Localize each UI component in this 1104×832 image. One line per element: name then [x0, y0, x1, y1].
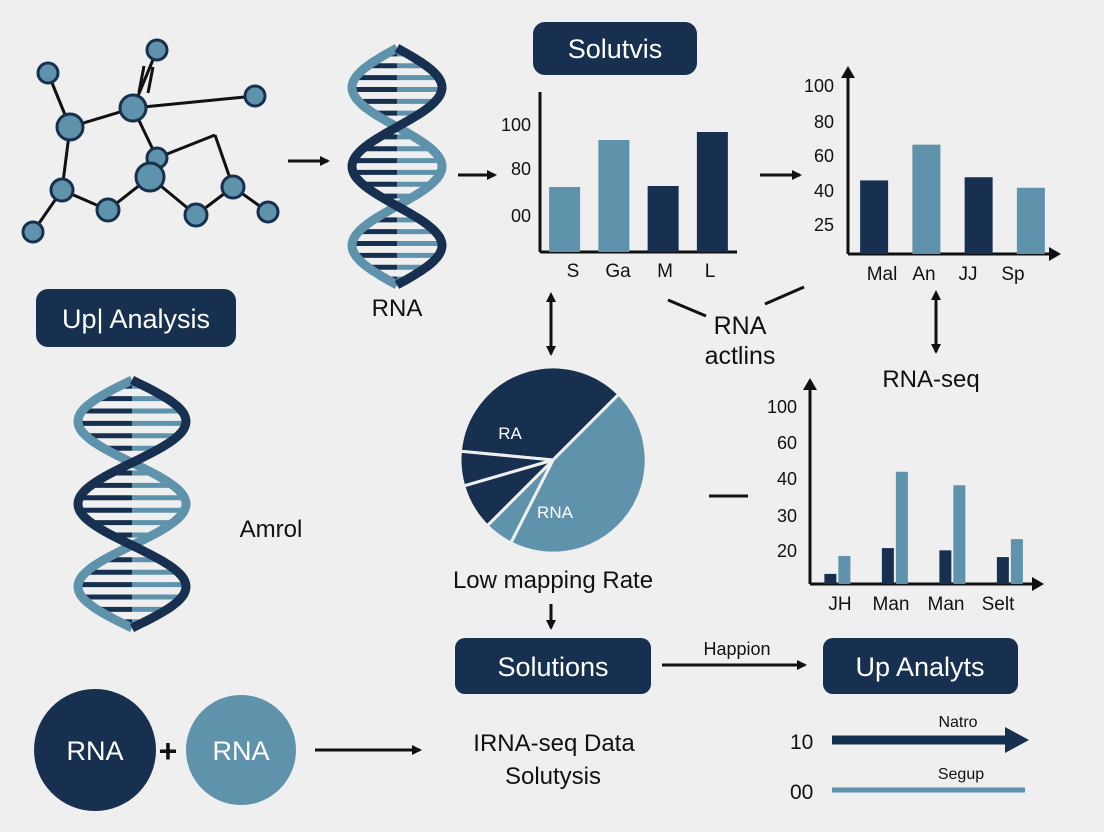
bar: [939, 550, 952, 584]
x-tick-label: JJ: [959, 264, 978, 285]
helix-strand-teal: [73, 375, 191, 633]
y-tick-label: 100: [804, 76, 834, 96]
rna-circle-navy: [34, 689, 156, 811]
rna-actlins-label-2: actlins: [705, 342, 776, 370]
y-tick-label: 40: [814, 181, 834, 201]
y-tick-label: 00: [511, 206, 531, 226]
x-tick-label: Ga: [605, 261, 631, 282]
title-pill-left: [36, 289, 236, 347]
axis-arrowhead-icon: [1049, 247, 1061, 261]
x-tick-label: An: [912, 264, 935, 285]
pie-chart: RA RNA: [458, 365, 648, 555]
y-tick-label: 30: [777, 506, 797, 526]
irna-label-2: Solutysis: [505, 763, 601, 790]
dna-helix-icon: [73, 375, 191, 633]
helix-strand-navy: [347, 44, 447, 289]
y-tick-label: 20: [777, 541, 797, 561]
bar: [912, 144, 941, 254]
flow-arrows: [288, 156, 941, 755]
bar: [964, 177, 993, 254]
y-tick-label: 100: [767, 397, 797, 417]
y-tick-label: 60: [814, 146, 834, 166]
connector-line: [764, 285, 805, 306]
title-pill-top: [533, 22, 697, 75]
bar: [1016, 187, 1045, 254]
helix-caption: RNA: [372, 295, 423, 322]
amrol-label: Amrol: [240, 516, 303, 543]
natro-label: Natro: [938, 714, 977, 731]
up-analyts-pill: [823, 638, 1018, 694]
bar: [696, 132, 728, 252]
solutions-pill: [455, 638, 651, 694]
bar: [647, 186, 679, 252]
y-tick-label: 100: [501, 115, 531, 135]
pie-slice: [458, 365, 621, 462]
helix-strand-teal: [347, 44, 447, 289]
bar-chart-3: JH Man Man Selt 100 60 40 30 20: [767, 378, 1044, 615]
molecule-nodes: [21, 38, 280, 244]
navy-arrowhead-icon: [1005, 727, 1029, 753]
dna-helix-icon: [347, 44, 447, 289]
rna-circle-label-b: RNA: [212, 736, 269, 766]
pie-label: RA: [498, 424, 522, 443]
irna-label-1: IRNA-seq Data: [473, 730, 635, 757]
low-mapping-label: Low mapping Rate: [453, 567, 653, 594]
y-tick-label: 40: [777, 469, 797, 489]
bar: [1010, 539, 1023, 584]
mini-label-00: 00: [790, 781, 813, 804]
solutions-label: Solutions: [497, 652, 608, 682]
pie-label: RNA: [537, 503, 574, 522]
bar-chart-2: Mal An JJ Sp 100 80 60 40 25: [804, 66, 1061, 285]
segup-label: Segup: [938, 766, 984, 783]
rna-actlins-label-1: RNA: [714, 312, 767, 340]
bar: [838, 555, 851, 584]
x-tick-label: L: [705, 261, 716, 282]
mini-label-10: 10: [790, 731, 813, 754]
bar: [953, 485, 966, 584]
bar-chart-1: S Ga M L 100 80 00: [501, 92, 737, 282]
bar: [860, 180, 889, 254]
axis-arrowhead-icon: [1032, 577, 1044, 591]
x-tick-label: S: [567, 261, 580, 282]
bar: [824, 573, 837, 584]
y-tick-label: 25: [814, 215, 834, 235]
y-tick-label: 80: [814, 112, 834, 132]
x-tick-label: Man: [873, 594, 910, 615]
bar: [881, 548, 894, 584]
pie-slice: [508, 392, 648, 555]
x-tick-label: Mal: [867, 264, 898, 285]
x-tick-label: JH: [828, 594, 851, 615]
title-left: Up| Analysis: [62, 304, 210, 334]
connector-line: [667, 298, 707, 318]
up-analyts-label: Up Analyts: [855, 652, 984, 682]
x-tick-label: M: [657, 261, 673, 282]
rna-seq-label: RNA-seq: [882, 366, 979, 393]
bar: [996, 557, 1009, 584]
rna-circle-label-a: RNA: [66, 736, 123, 766]
x-tick-label: Sp: [1001, 264, 1024, 285]
x-tick-label: Selt: [982, 594, 1015, 615]
helix-strand-navy: [73, 375, 191, 633]
axis-arrowhead-icon: [803, 378, 817, 390]
y-tick-label: 80: [511, 159, 531, 179]
bar: [598, 140, 630, 252]
rna-circle-teal: [186, 695, 296, 805]
axis-arrowhead-icon: [841, 66, 855, 78]
bar: [549, 187, 581, 252]
x-tick-label: Man: [928, 594, 965, 615]
bar: [895, 471, 908, 584]
pie-slice: [458, 449, 554, 488]
happion-label: Happion: [703, 639, 770, 659]
y-tick-label: 60: [777, 433, 797, 453]
plus-sign: +: [159, 733, 178, 769]
title-top: Solutvis: [568, 34, 663, 64]
